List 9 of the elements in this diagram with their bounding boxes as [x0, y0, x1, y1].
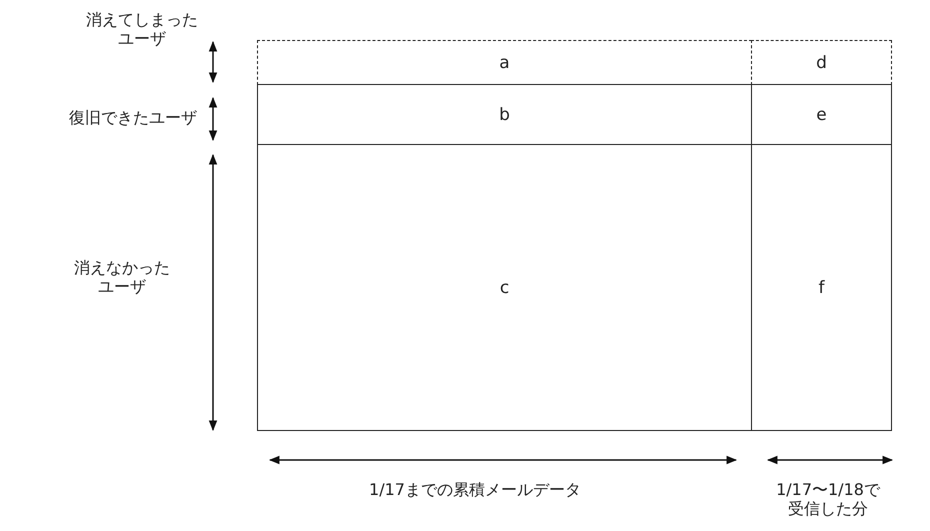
- table-cell: f: [751, 144, 892, 431]
- column-label: 1/17までの累積メールデータ: [368, 480, 582, 500]
- row-label: 復旧できたユーザ: [68, 108, 198, 128]
- row-label: 消えなかったユーザ: [73, 258, 171, 296]
- table-cell: a: [257, 40, 752, 85]
- column-label: 1/17〜1/18で受信した分: [775, 480, 882, 518]
- row-label: 消えてしまったユーザ: [85, 10, 199, 48]
- table-cell: d: [751, 40, 892, 85]
- table-cell: c: [257, 144, 752, 431]
